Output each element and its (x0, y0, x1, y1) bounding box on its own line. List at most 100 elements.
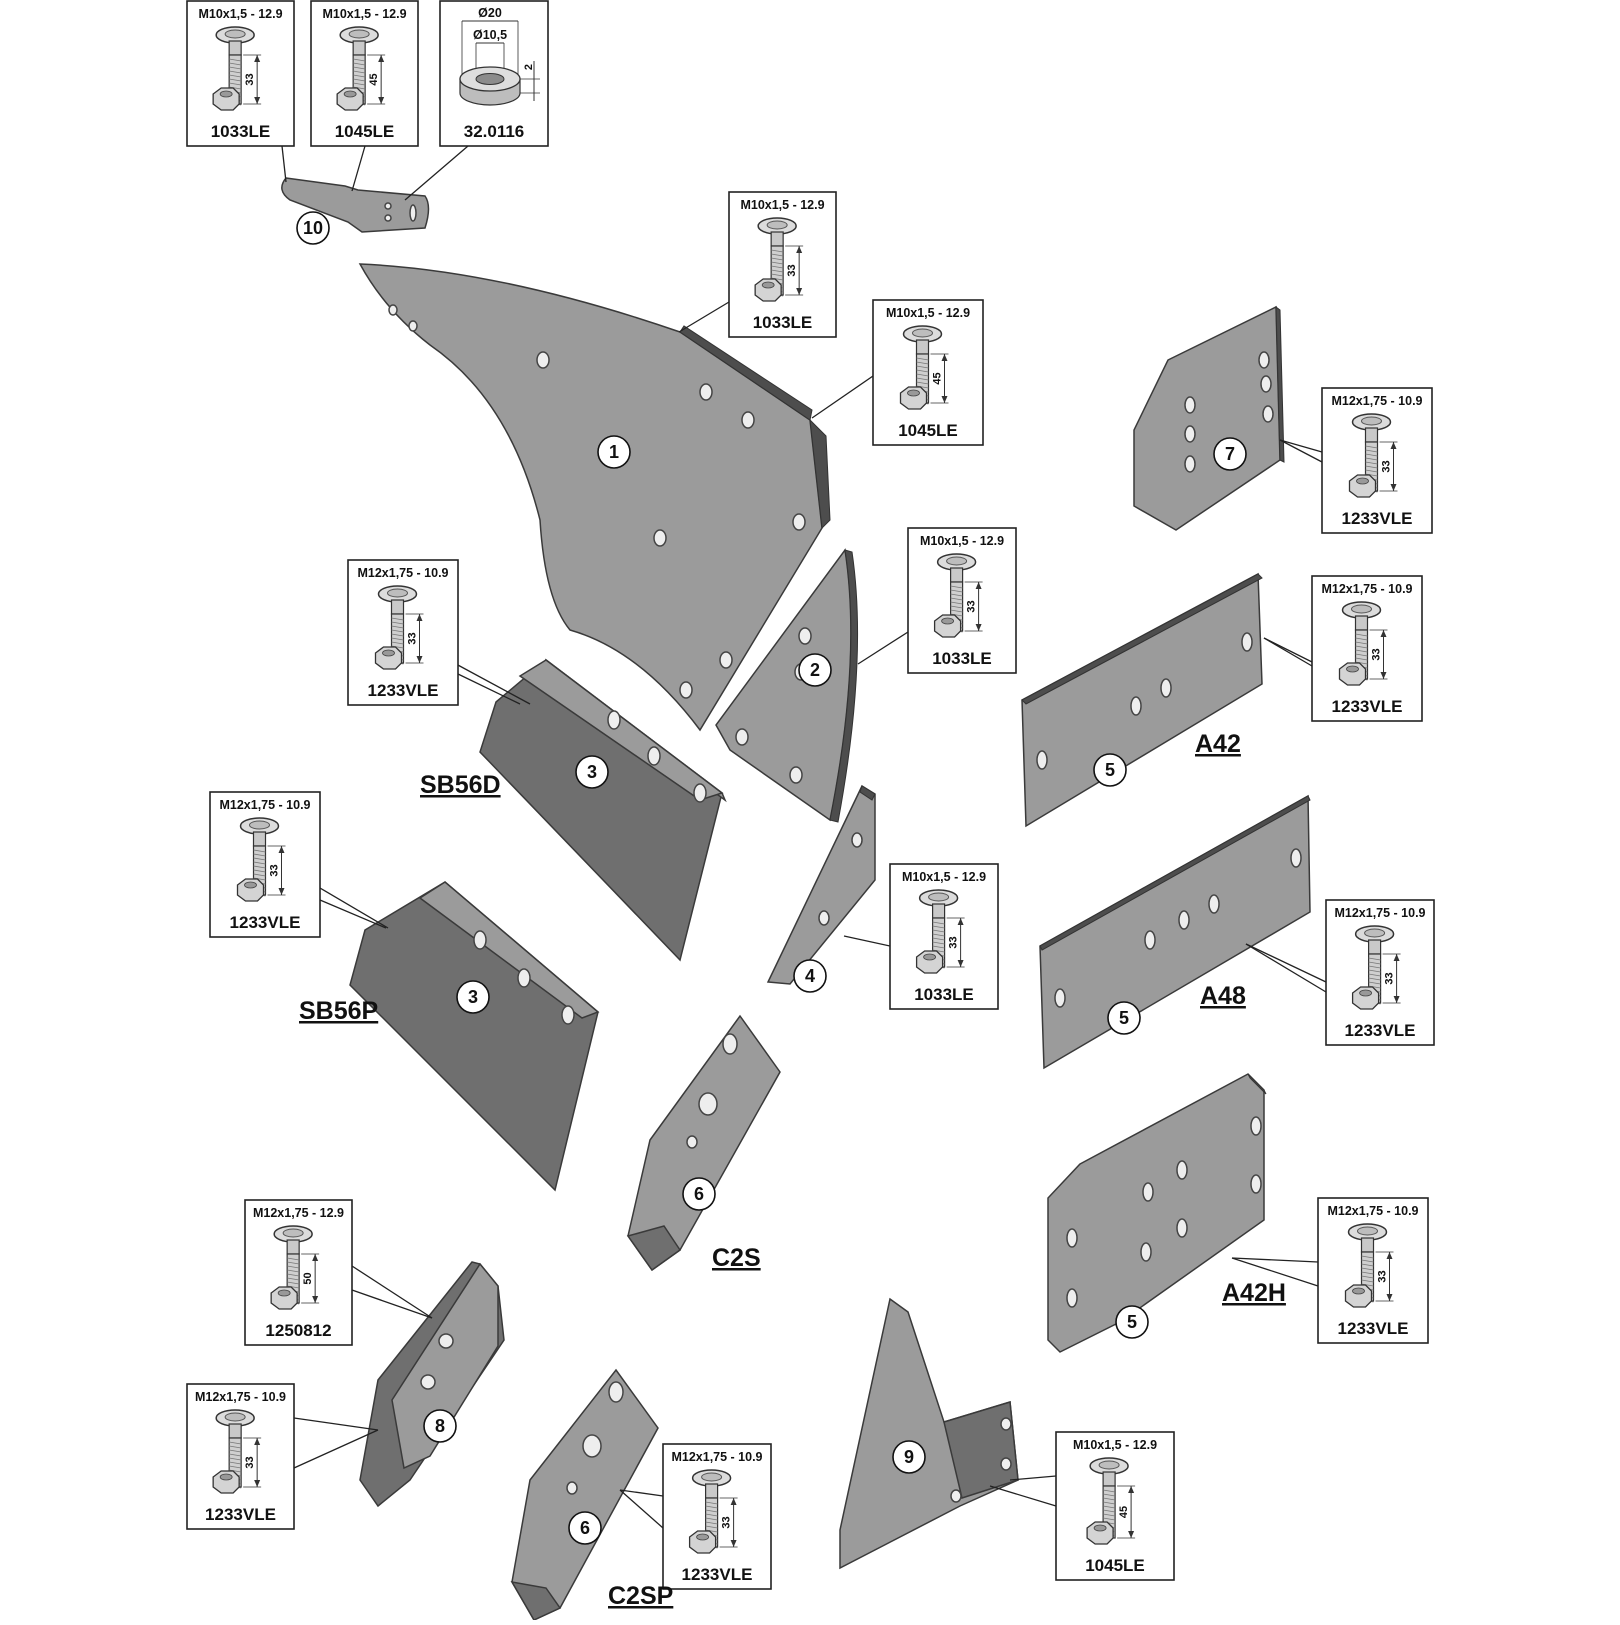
thread-line (391, 633, 404, 637)
leader-line (843, 935, 891, 947)
part-p3d (479, 658, 727, 962)
part-number: 8 (435, 1416, 445, 1436)
part-number: 6 (580, 1518, 590, 1538)
nut-hole-icon (343, 90, 357, 98)
arrow-down-icon (941, 396, 948, 403)
bolt-head-square-icon (224, 29, 246, 39)
part-code: 1233VLE (1338, 1319, 1409, 1338)
part-number-badge: 5 (1107, 1001, 1141, 1035)
hex-nut-icon (933, 614, 962, 638)
mounting-hole (818, 910, 830, 926)
thread-line (1103, 1517, 1116, 1521)
hex-nut-icon (1351, 986, 1380, 1010)
part-code: 1033LE (753, 313, 813, 332)
thread-line (1368, 981, 1381, 985)
nut-hole-icon (1352, 1287, 1365, 1295)
part-code: 1033LE (914, 985, 974, 1004)
bolt-spec: M12x1,75 - 10.9 (357, 566, 448, 580)
mounting-hole (1160, 678, 1172, 698)
mounting-hole (408, 320, 418, 332)
bolt-head-square-icon (946, 556, 968, 566)
thread-line (287, 1261, 300, 1265)
mounting-hole (420, 1374, 436, 1390)
mounting-hole (384, 202, 392, 210)
part-p7 (1133, 305, 1285, 531)
thread-line (353, 78, 366, 82)
thread-line (1361, 1267, 1374, 1271)
bolt-spec: M12x1,75 - 10.9 (1321, 582, 1412, 596)
leader-line (1263, 637, 1313, 667)
mounting-hole (1000, 1457, 1012, 1471)
part-code: 1233VLE (230, 913, 301, 932)
thread-line (1368, 973, 1381, 977)
mounting-hole (384, 214, 392, 222)
thread-line (1355, 653, 1368, 657)
thread-line (932, 929, 945, 933)
part-p3p (349, 881, 600, 1192)
thread-line (1361, 1263, 1374, 1267)
part-code: 1045LE (1085, 1556, 1145, 1575)
bolt-head-square-icon (912, 328, 933, 338)
leader-line (281, 145, 287, 183)
part-p10 (281, 177, 430, 233)
bolt-head-square-icon (1098, 1460, 1120, 1470)
part-p8 (359, 1261, 505, 1508)
thread-line (705, 1521, 718, 1525)
arrow-up-icon (1128, 1486, 1135, 1493)
thread-line (1365, 465, 1378, 469)
nut-hole-icon (382, 649, 395, 657)
thread-line (1103, 1505, 1116, 1509)
mounting-hole (1260, 375, 1272, 393)
part-number: 2 (810, 660, 820, 680)
thread-line (1368, 977, 1381, 981)
bolt-length: 50 (302, 1272, 314, 1284)
part-body (626, 1225, 682, 1272)
thread-line (916, 377, 929, 381)
bolt-length: 33 (1377, 1270, 1389, 1282)
thread-line (1355, 645, 1368, 649)
part-number: 3 (587, 762, 597, 782)
part-number-circle (1093, 753, 1127, 787)
mounting-hole (1178, 910, 1190, 930)
bolt-length: 45 (368, 73, 380, 85)
thread-line (1365, 449, 1378, 453)
nut-hole-icon (1359, 989, 1372, 997)
part-body (1133, 305, 1281, 531)
part-number: 6 (694, 1184, 704, 1204)
bolt-neck-icon (286, 1239, 300, 1255)
thread-line (771, 253, 784, 257)
thread-line (1368, 985, 1381, 989)
part-code: 32.0116 (464, 122, 525, 141)
thread-line (1368, 965, 1381, 969)
bolt-head-square-icon (1364, 928, 1386, 938)
bolt-neck-icon (352, 40, 366, 56)
thread-line (1368, 969, 1381, 973)
washer-hole-icon (475, 73, 505, 85)
part-number-badge: 3 (575, 755, 609, 789)
model-label: SB56P (299, 997, 378, 1025)
arrow-down-icon (1386, 1294, 1393, 1301)
mounting-hole (1066, 1228, 1078, 1248)
thread-line (253, 873, 266, 877)
part-code: 1033LE (932, 649, 992, 668)
mounting-hole (1054, 988, 1066, 1008)
thread-line (229, 82, 242, 86)
arrow-up-icon (730, 1498, 737, 1505)
bolt-length: 33 (244, 73, 256, 85)
bolt-neck-icon (1354, 615, 1369, 631)
thread-line (771, 257, 784, 261)
mounting-hole (792, 513, 806, 531)
leader-line (678, 301, 730, 333)
thread-line (229, 70, 242, 74)
thread-line (253, 861, 266, 865)
mounting-hole (1130, 696, 1142, 716)
arrow-up-icon (1390, 442, 1397, 449)
bolt-head-square-icon (387, 588, 408, 598)
thread-line (1103, 1497, 1116, 1501)
bolt-spec: M12x1,75 - 10.9 (195, 1390, 286, 1404)
